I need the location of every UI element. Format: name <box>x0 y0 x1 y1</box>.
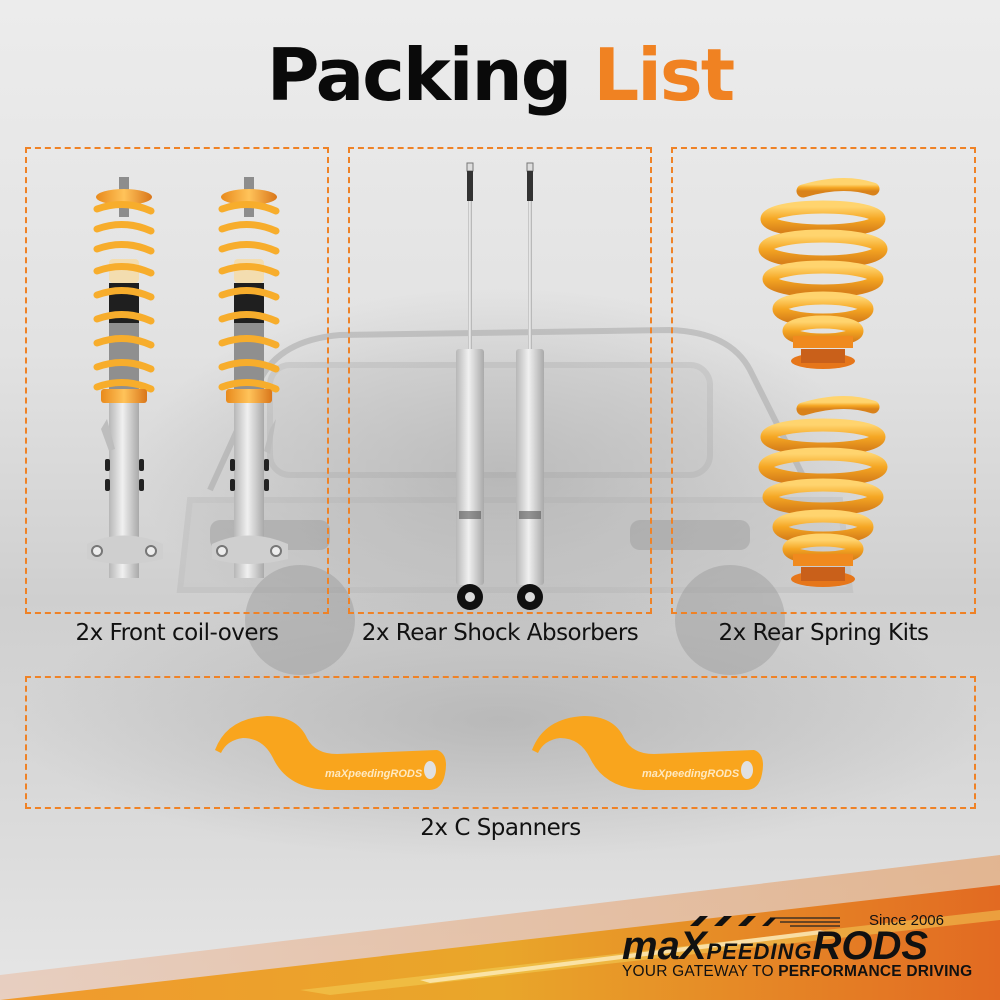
item-label-c-spanners: 2x C Spanners <box>420 815 581 841</box>
brand-suffix: RODS <box>812 924 929 968</box>
c-spanner-image: maXpeedingRODS maXpeedingRODS <box>215 716 763 790</box>
brand-prefix: maX <box>622 924 707 968</box>
title-word-list: List <box>593 33 735 117</box>
brand-logo: Since 2006 maXPEEDINGRODS YOUR GATEWAY T… <box>620 912 972 984</box>
rear-shock-image <box>456 162 544 610</box>
since-year: Since 2006 <box>868 912 944 929</box>
item-label-front-coilovers: 2x Front coil-overs <box>75 620 279 646</box>
brand-tagline: YOUR GATEWAY TO PERFORMANCE DRIVING <box>622 963 972 981</box>
front-coilover-image <box>87 177 288 578</box>
item-panel-rear-shocks <box>348 147 652 614</box>
item-label-rear-springs: 2x Rear Spring Kits <box>718 620 929 646</box>
spanner-engraving: maXpeedingRODS <box>325 768 423 780</box>
item-label-rear-shocks: 2x Rear Shock Absorbers <box>361 620 639 646</box>
brand-wordmark: maXPEEDINGRODS <box>622 924 928 969</box>
tagline-bold: PERFORMANCE DRIVING <box>778 963 973 980</box>
item-panel-c-spanners: maXpeedingRODS maXpeedingRODS <box>25 676 976 809</box>
checkered-flag-icon <box>690 916 776 926</box>
page-title: Packing List <box>0 30 1000 120</box>
spanner-engraving: maXpeedingRODS <box>642 768 740 780</box>
item-panel-front-coilovers <box>25 147 329 614</box>
rear-spring-image <box>758 177 888 587</box>
speed-lines-icon <box>770 917 840 927</box>
brand-middle: PEEDING <box>706 939 813 964</box>
orange-swoosh-band <box>0 855 1000 1000</box>
tagline-light: YOUR GATEWAY TO <box>622 963 779 980</box>
item-panel-rear-springs <box>671 147 976 614</box>
title-word-packing: Packing <box>266 33 572 117</box>
